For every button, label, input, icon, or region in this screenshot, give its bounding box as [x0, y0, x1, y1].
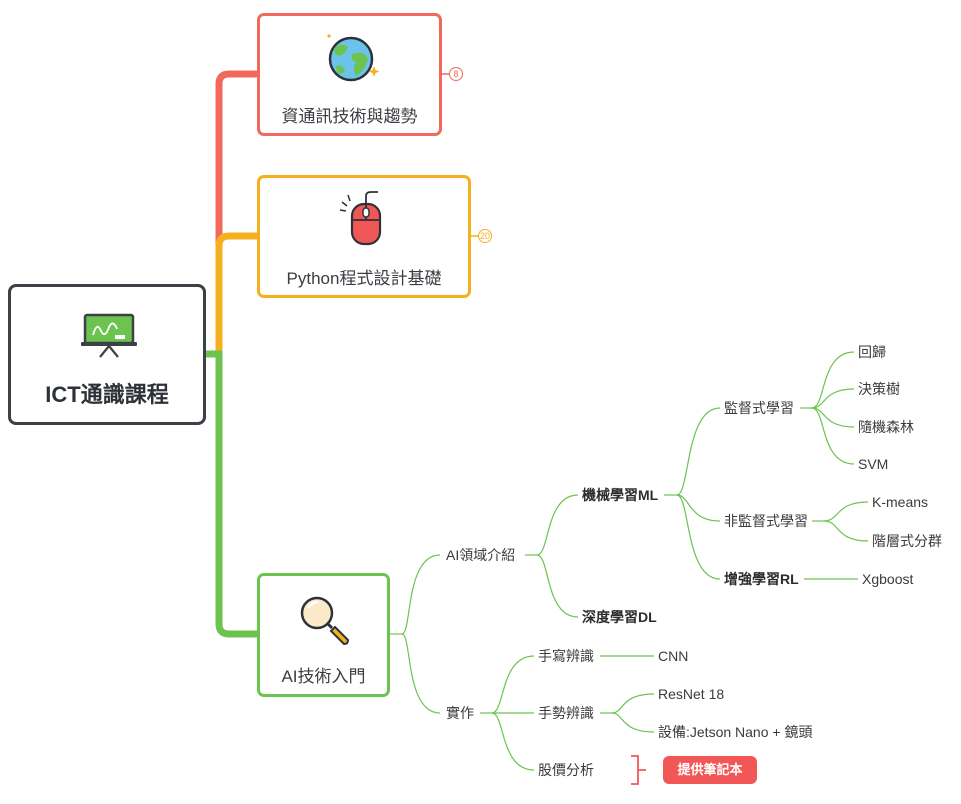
leaf-svm[interactable]: SVM	[858, 456, 889, 472]
leaf-xgboost[interactable]: Xgboost	[862, 571, 914, 587]
node-ai-domains[interactable]: AI領域介紹	[446, 547, 516, 563]
collapsed-count-badge[interactable]: 8	[449, 67, 463, 81]
topic-label: AI技術入門	[281, 667, 366, 686]
node-supervised[interactable]: 監督式學習	[724, 400, 794, 416]
topic-label: Python程式設計基礎	[286, 269, 442, 288]
node-stock-analysis[interactable]: 股價分析	[538, 762, 594, 778]
leaf-decision-tree[interactable]: 決策樹	[858, 381, 900, 397]
node-deep-learning[interactable]: 深度學習DL	[582, 609, 657, 625]
leaf-hierarchical[interactable]: 階層式分群	[872, 533, 942, 549]
teaching-board-icon	[81, 313, 137, 358]
topic-label: 資通訊技術與趨勢	[281, 107, 418, 126]
leaf-resnet[interactable]: ResNet 18	[658, 686, 725, 702]
collapsed-count-badge[interactable]: 20	[478, 229, 492, 243]
node-reinforcement[interactable]: 增強學習RL	[724, 571, 799, 587]
leaf-random-forest[interactable]: 隨機森林	[858, 419, 914, 435]
notebook-tag[interactable]: 提供筆記本	[663, 756, 757, 784]
globe-icon	[327, 34, 380, 82]
computer-mouse-icon	[339, 191, 382, 246]
topic-python-basics[interactable]: Python程式設計基礎	[257, 175, 471, 298]
node-practice[interactable]: 實作	[446, 705, 474, 721]
root-title: ICT通識課程	[45, 382, 169, 407]
leaf-cnn[interactable]: CNN	[658, 648, 689, 664]
topic-ict-trends[interactable]: 資通訊技術與趨勢	[257, 13, 442, 136]
magnifier-icon	[300, 596, 350, 646]
leaf-regression[interactable]: 回歸	[858, 344, 886, 360]
node-unsupervised[interactable]: 非監督式學習	[724, 513, 808, 529]
leaf-device[interactable]: 設備:Jetson Nano + 鏡頭	[658, 724, 813, 740]
node-gesture[interactable]: 手勢辨識	[538, 705, 594, 721]
root-topic[interactable]: ICT通識課程	[8, 284, 206, 425]
leaf-kmeans[interactable]: K-means	[872, 494, 929, 510]
node-handwriting[interactable]: 手寫辨識	[538, 648, 594, 664]
topic-ai-intro[interactable]: AI技術入門	[257, 573, 390, 697]
node-machine-learning[interactable]: 機械學習ML	[582, 487, 659, 503]
